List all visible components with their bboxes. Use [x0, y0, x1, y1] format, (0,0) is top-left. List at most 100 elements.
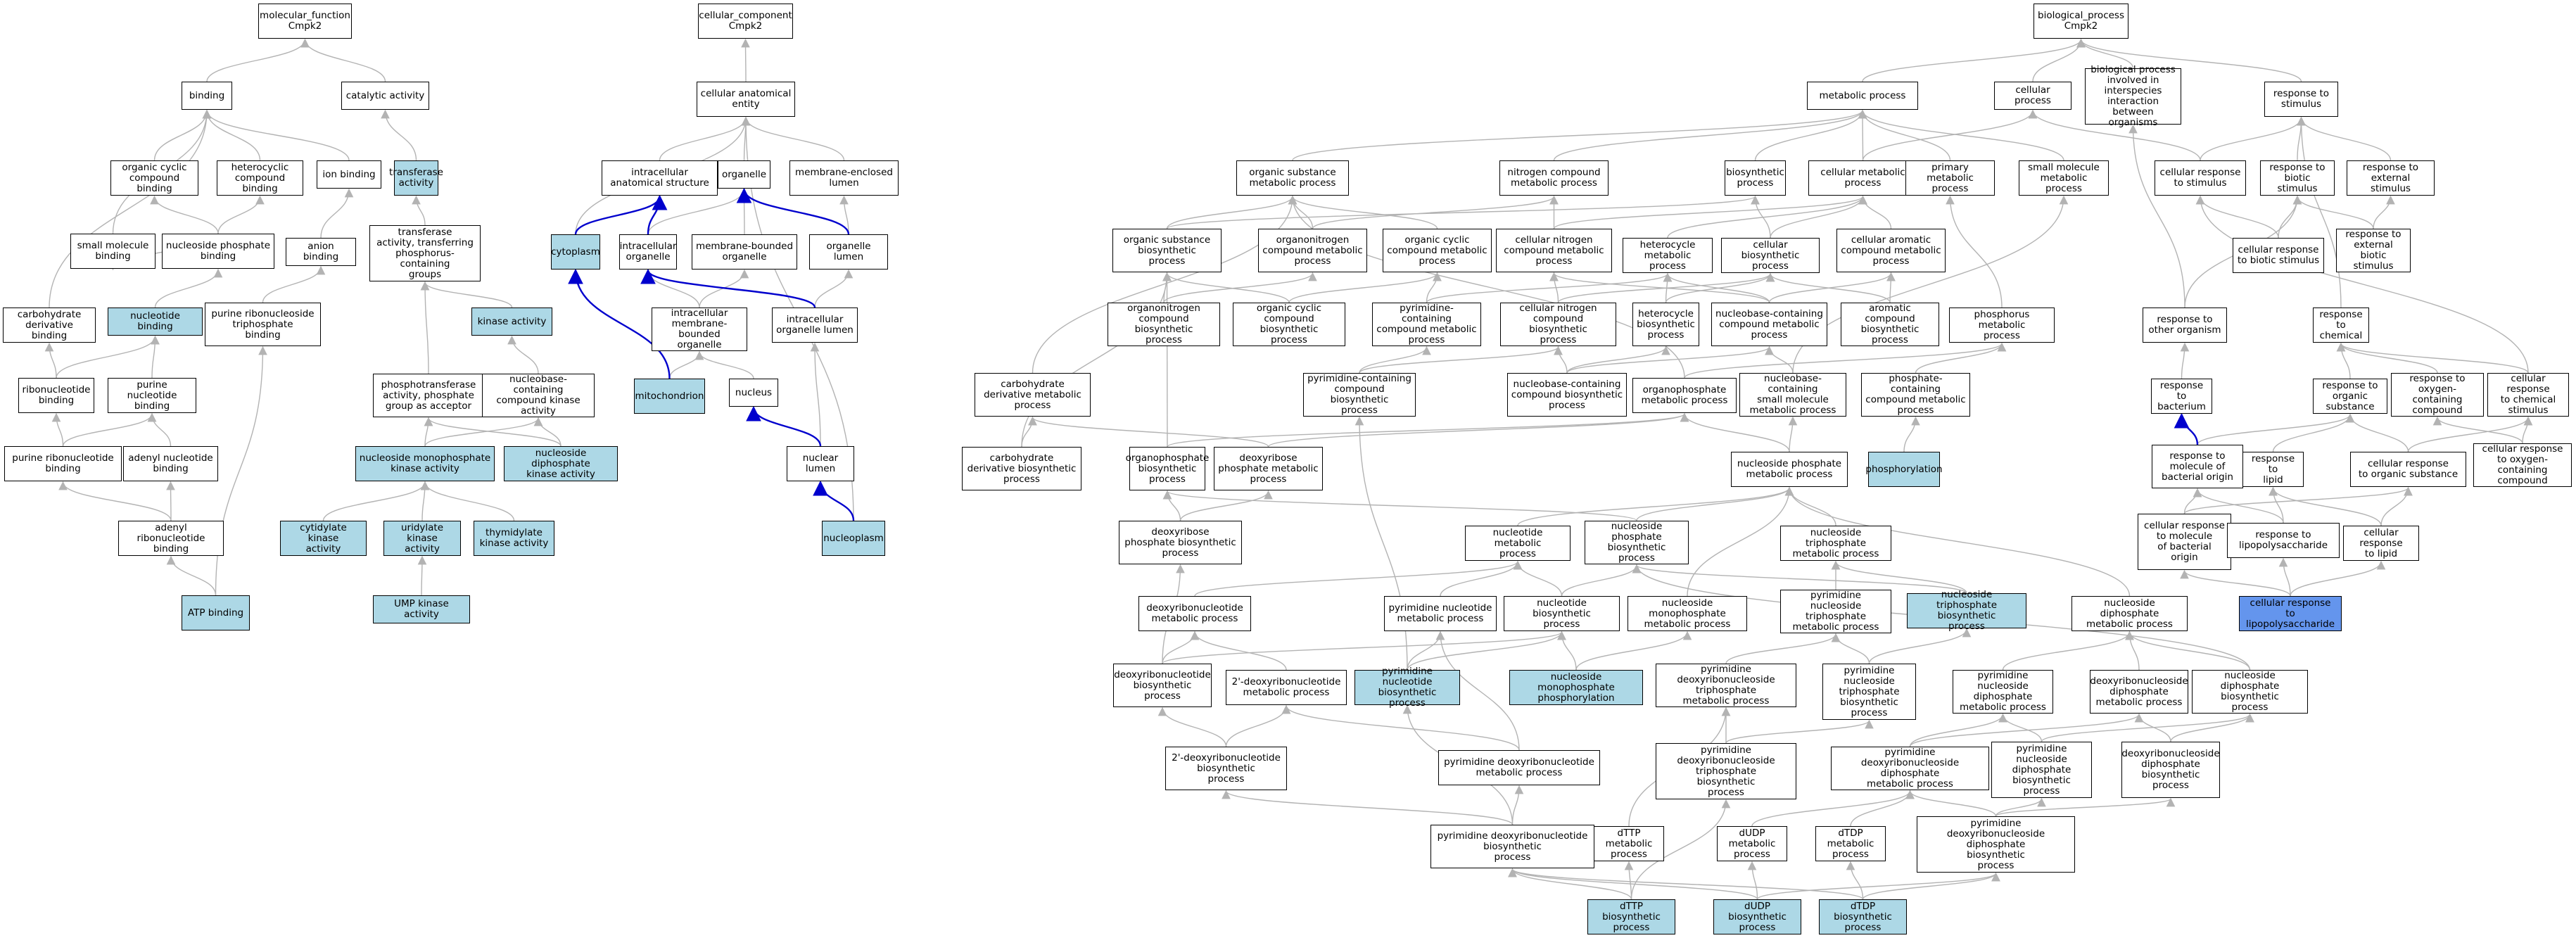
node-pdrnmp[interactable]: pyrimidine deoxyribonucleotide metabolic… [1438, 750, 1600, 785]
node-crlipid[interactable]: cellular response to lipid [2343, 526, 2419, 561]
node-nbcmp[interactable]: nucleobase-containing compound metabolic… [1711, 303, 1827, 346]
node-acbp[interactable]: aromatic compound biosynthetic process [1841, 303, 1939, 346]
node-cacmp[interactable]: cellular aromatic compound metabolic pro… [1836, 229, 1946, 272]
node-crbs[interactable]: cellular response to biotic stimulus [2233, 238, 2324, 273]
node-ocmp[interactable]: organic cyclic compound metabolic proces… [1383, 229, 1492, 272]
node-ocbp[interactable]: organic cyclic compound biosynthetic pro… [1233, 303, 1345, 346]
node-rstim[interactable]: response to stimulus [2264, 82, 2338, 117]
node-ncmp[interactable]: nitrogen compound metabolic process [1499, 160, 1609, 196]
node-nucleus[interactable]: nucleus [729, 379, 778, 407]
node-cdmp[interactable]: carbohydrate derivative metabolic proces… [975, 373, 1091, 417]
node-purnb[interactable]: purine nucleotide binding [108, 378, 196, 413]
node-nlumen[interactable]: nuclear lumen [787, 446, 854, 481]
node-pyrcbp[interactable]: pyrimidine-containing compound biosynthe… [1303, 373, 1416, 417]
node-atpb[interactable]: ATP binding [182, 595, 250, 630]
node-dttpbp[interactable]: dTTP biosynthetic process [1587, 899, 1675, 934]
node-npmp[interactable]: nucleoside phosphate metabolic process [1731, 452, 1848, 487]
node-nbcsmp[interactable]: nucleobase-containing small molecule met… [1739, 373, 1846, 417]
node-pyrcmp[interactable]: pyrimidine-containing compound metabolic… [1372, 303, 1481, 346]
node-bpinter[interactable]: biological process involved in interspec… [2085, 65, 2181, 128]
node-nucmp[interactable]: nucleotide metabolic process [1465, 526, 1571, 561]
node-opbp[interactable]: organophosphate biosynthetic process [1126, 447, 1209, 490]
node-adrnb[interactable]: adenyl ribonucleotide binding [118, 521, 224, 556]
node-rebs[interactable]: response to external biotic stimulus [2336, 229, 2411, 272]
node-cc[interactable]: cellular_component Cmpk2 [698, 4, 793, 39]
node-ias[interactable]: intracellular anatomical structure [602, 160, 718, 196]
node-roo[interactable]: response to other organism [2143, 308, 2227, 343]
node-rlps[interactable]: response to lipopolysaccharide [2227, 523, 2340, 558]
node-cncbp[interactable]: cellular nitrogen compound biosynthetic … [1500, 303, 1616, 346]
node-uridk[interactable]: uridylate kinase activity [383, 521, 461, 556]
node-ros[interactable]: response to organic substance [2313, 379, 2387, 414]
node-dr2nmp[interactable]: 2'-deoxyribonucleotide metabolic process [1226, 670, 1347, 705]
node-dr2nbp[interactable]: 2'-deoxyribonucleotide biosynthetic proc… [1165, 747, 1287, 790]
node-nmpk[interactable]: nucleoside monophosphate kinase activity [355, 446, 495, 481]
node-hetero[interactable]: heterocyclic compound binding [217, 160, 303, 196]
node-dudpbp[interactable]: dUDP biosynthetic process [1713, 899, 1801, 934]
node-onmp[interactable]: organonitrogen compound metabolic proces… [1258, 229, 1367, 272]
node-pyrntpbp[interactable]: pyrimidine nucleoside triphosphate biosy… [1822, 664, 1916, 720]
node-prnb[interactable]: purine ribonucleotide binding [4, 446, 122, 481]
node-ptact[interactable]: phosphotransferase activity, phosphate g… [373, 374, 484, 417]
node-pyrndpbp[interactable]: pyrimidine nucleoside diphosphate biosyn… [1991, 742, 2092, 798]
node-nmpmp[interactable]: nucleoside monophosphate metabolic proce… [1628, 596, 1747, 631]
node-drndpmp[interactable]: deoxyribonucleoside diphosphate metaboli… [2090, 670, 2188, 714]
node-dttpmp[interactable]: dTTP metabolic process [1594, 826, 1664, 861]
node-mito[interactable]: mitochondrion [634, 379, 705, 414]
node-nbcbp[interactable]: nucleobase-containing compound biosynthe… [1507, 373, 1627, 417]
node-dtdpbp[interactable]: dTDP biosynthetic process [1819, 899, 1907, 934]
node-pyrnmp[interactable]: pyrimidine nucleotide metabolic process [1384, 596, 1497, 631]
node-anionb[interactable]: anion binding [286, 238, 356, 266]
node-pdrndpbp[interactable]: pyrimidine deoxyribonucleoside diphospha… [1917, 816, 2075, 873]
node-onbp[interactable]: organonitrogen compound biosynthetic pro… [1108, 303, 1220, 346]
node-phosmp[interactable]: phosphorus metabolic process [1949, 308, 2055, 343]
node-adnb[interactable]: adenyl nucleotide binding [123, 446, 218, 481]
node-osbp[interactable]: organic substance biosynthetic process [1112, 229, 1222, 272]
node-rmbo[interactable]: response to molecule of bacterial origin [2152, 445, 2243, 488]
node-pyrnbp[interactable]: pyrimidine nucleotide biosynthetic proce… [1354, 666, 1460, 709]
node-drpbp[interactable]: deoxyribose phosphate biosynthetic proce… [1119, 521, 1242, 564]
node-organelle[interactable]: organelle [718, 160, 770, 189]
node-binding[interactable]: binding [182, 82, 232, 110]
node-ndpk[interactable]: nucleoside diphosphate kinase activity [504, 446, 618, 481]
node-crlps[interactable]: cellular response to lipopolysaccharide [2239, 596, 2342, 631]
node-ribob[interactable]: ribonucleotide binding [18, 378, 94, 413]
node-smb[interactable]: small molecule binding [70, 234, 156, 269]
node-olumen[interactable]: organelle lumen [809, 234, 888, 270]
node-ndpmp[interactable]: nucleoside diphosphate metabolic process [2071, 596, 2188, 631]
node-pdrndpmp[interactable]: pyrimidine deoxyribonucleoside diphospha… [1831, 747, 1989, 790]
node-thymk[interactable]: thymidylate kinase activity [474, 521, 554, 556]
node-cytk[interactable]: cytidylate kinase activity [280, 521, 367, 556]
node-nucleoplasm[interactable]: nucleoplasm [822, 521, 885, 556]
node-ionb[interactable]: ion binding [317, 160, 381, 189]
node-rbstim[interactable]: response to biotic stimulus [2260, 160, 2335, 196]
node-ndpbp[interactable]: nucleoside diphosphate biosynthetic proc… [2192, 670, 2308, 714]
node-transfer[interactable]: transferase activity [389, 160, 443, 196]
node-iol[interactable]: intracellular organelle lumen [772, 308, 858, 343]
node-pyrntpmp[interactable]: pyrimidine nucleoside triphosphate metab… [1780, 590, 1891, 633]
node-rbact[interactable]: response to bacterium [2151, 379, 2212, 414]
node-restim[interactable]: response to external stimulus [2347, 160, 2435, 196]
node-rocc[interactable]: response to oxygen-containing compound [2391, 373, 2484, 417]
node-drnmp[interactable]: deoxyribonucleotide metabolic process [1138, 596, 1251, 631]
node-cae[interactable]: cellular anatomical entity [697, 82, 795, 117]
node-drndpbp[interactable]: deoxyribonucleoside diphosphate biosynth… [2121, 742, 2220, 798]
node-tpcg[interactable]: transferase activity, transferring phosp… [369, 225, 481, 281]
node-prtpb[interactable]: purine ribonucleoside triphosphate bindi… [205, 303, 321, 346]
node-nucbp[interactable]: nucleotide biosynthetic process [1504, 596, 1620, 631]
node-osmp[interactable]: organic substance metabolic process [1236, 160, 1349, 196]
node-nbcka[interactable]: nucleobase-containing compound kinase ac… [482, 374, 595, 417]
node-kinase[interactable]: kinase activity [471, 308, 552, 336]
node-cbp[interactable]: cellular biosynthetic process [1721, 238, 1820, 273]
node-carbb[interactable]: carbohydrate derivative binding [3, 308, 96, 343]
node-dtdpmp[interactable]: dTDP metabolic process [1815, 826, 1886, 861]
node-crcs[interactable]: cellular response to chemical stimulus [2487, 373, 2569, 417]
node-hmp[interactable]: heterocycle metabolic process [1623, 238, 1713, 273]
node-iorg[interactable]: intracellular organelle [619, 234, 677, 270]
node-nmpphos[interactable]: nucleoside monophosphate phosphorylation [1509, 670, 1643, 705]
node-bp[interactable]: biological_process Cmpk2 [2033, 4, 2128, 39]
node-crmbo[interactable]: cellular response to molecule of bacteri… [2138, 514, 2231, 570]
node-imbo[interactable]: intracellular membrane-bounded organelle [652, 308, 747, 351]
node-cncmp[interactable]: cellular nitrogen compound metabolic pro… [1496, 229, 1612, 272]
node-pcmp[interactable]: phosphate-containing compound metabolic … [1861, 373, 1970, 417]
